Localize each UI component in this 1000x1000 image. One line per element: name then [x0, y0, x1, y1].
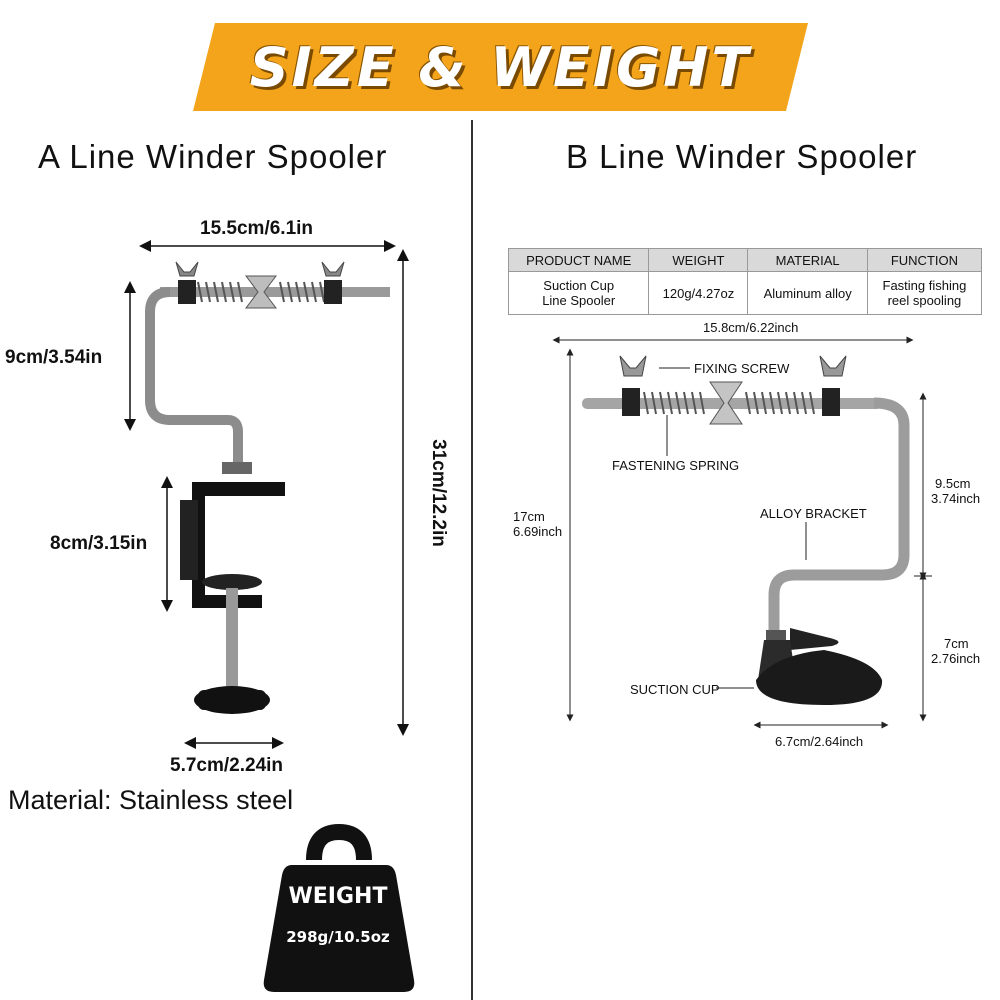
callout-suction-cup: SUCTION CUP [630, 682, 720, 697]
dim-b-upper-height-cm: 9.5cm [935, 476, 971, 491]
spec-header-function: FUNCTION [866, 248, 983, 272]
callout-fixing-screw: FIXING SCREW [694, 361, 790, 376]
dim-a-base-width: 5.7cm/2.24in [170, 755, 284, 776]
dim-b-lower-height-inch: 2.76inch [931, 651, 981, 666]
spec-cell-weight: 120g/4.27oz [648, 271, 749, 315]
dim-b-left-height-inch: 6.69inch [513, 524, 563, 539]
material-text: Material: Stainless steel [8, 785, 294, 815]
banner-background [193, 23, 808, 111]
spooler-b-illustration [552, 336, 932, 729]
weight-label: WEIGHT [288, 884, 388, 909]
weight-value: 298g/10.5oz [286, 928, 390, 946]
spec-table-row: Suction Cup Line Spooler 120g/4.27oz Alu… [507, 271, 983, 315]
spec-header-material: MATERIAL [747, 248, 868, 272]
banner-title: SIZE & WEIGHT [249, 35, 752, 99]
spec-table-header-row: PRODUCT NAME WEIGHT MATERIAL FUNCTION [507, 248, 983, 272]
callout-fastening-spring: FASTENING SPRING [612, 458, 740, 473]
dim-b-left-height-cm: 17cm [513, 509, 545, 524]
spec-header-product-name: PRODUCT NAME [507, 248, 650, 272]
spooler-b-drawing [582, 355, 910, 705]
dim-b-base-width: 6.7cm/2.64inch [775, 734, 864, 749]
dim-b-top-width: 15.8cm/6.22inch [703, 320, 799, 335]
panel-a-title: A Line Winder Spooler [38, 138, 388, 175]
spec-header-weight: WEIGHT [648, 248, 749, 272]
panel-b-title: B Line Winder Spooler [566, 138, 918, 175]
dim-a-clamp-height: 8cm/3.15in [50, 533, 148, 554]
callout-alloy-bracket: ALLOY BRACKET [760, 506, 867, 521]
spooler-a-illustration [124, 240, 409, 749]
spec-table: PRODUCT NAME WEIGHT MATERIAL FUNCTION Su… [507, 248, 983, 315]
dim-b-upper-height-inch: 3.74inch [931, 491, 981, 506]
spec-cell-material: Aluminum alloy [747, 271, 868, 315]
dim-a-top-width: 15.5cm/6.1in [200, 218, 314, 239]
spec-cell-product-name: Suction Cup Line Spooler [507, 271, 650, 315]
spooler-a-drawing [145, 261, 390, 714]
dim-a-arm-height: 9cm/3.54in [5, 347, 103, 368]
dim-a-total-height: 31cm/12.2in [428, 439, 449, 547]
panel-divider [471, 120, 473, 1000]
dim-b-lower-height-cm: 7cm [944, 636, 969, 651]
weight-icon [263, 823, 415, 992]
spec-cell-function: Fasting fishing reel spooling [866, 271, 983, 315]
